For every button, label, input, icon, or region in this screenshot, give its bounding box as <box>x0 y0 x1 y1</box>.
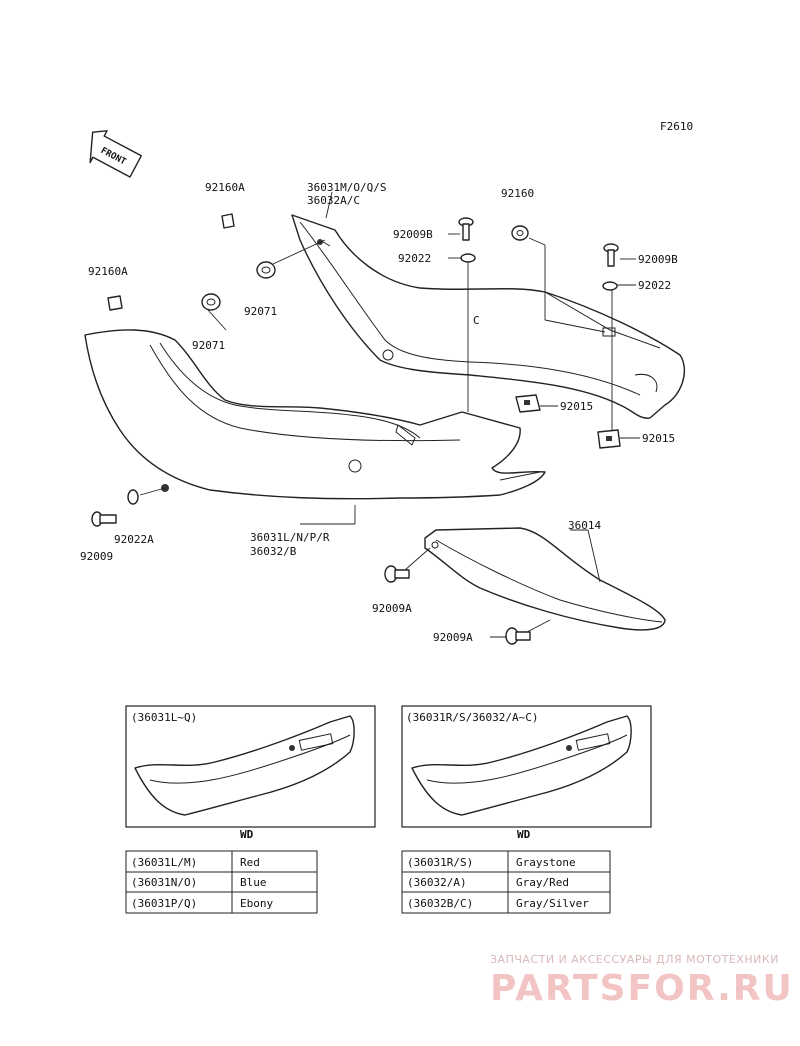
inset-right-caption: WD <box>517 828 531 841</box>
color-table-left: (36031L/M) Red (36031N/O) Blue (36031P/Q… <box>125 850 318 914</box>
watermark: ЗАПЧАСТИ И АКСЕССУАРЫ ДЛЯ МОТОТЕХНИКИ PA… <box>490 953 794 1009</box>
callout-92160A-top: 92160A <box>205 181 245 194</box>
callout-36032B: 36032/B <box>250 545 297 558</box>
callout-92015-a: 92015 <box>560 400 593 413</box>
washer-92022A <box>127 489 139 505</box>
callout-36032AC: 36032A/C <box>307 194 360 207</box>
front-arrow-icon: FRONT <box>89 130 142 178</box>
callout-92160A-left: 92160A <box>88 265 128 278</box>
table-left-color-3: Ebony <box>240 897 273 910</box>
callout-92071-mid: 92071 <box>244 305 277 318</box>
grommet-92160A-left <box>107 295 123 311</box>
clip-92015-b <box>597 429 621 449</box>
table-right-code-1: (36031R/S) <box>407 856 473 869</box>
callout-92160: 92160 <box>501 187 534 200</box>
bolt-92009B-right <box>603 243 619 267</box>
table-left-code-2: (36031N/O) <box>131 876 197 889</box>
table-left-color-2: Blue <box>240 876 267 889</box>
table-left-code-3: (36031P/Q) <box>131 897 197 910</box>
callout-36031MOQS: 36031M/O/Q/S <box>307 181 386 194</box>
inset-right-title: (36031R/S/36032/A~C) <box>406 711 538 724</box>
callout-92009: 92009 <box>80 550 113 563</box>
watermark-line2: PARTSFOR.RU <box>490 968 794 1009</box>
callout-92022A: 92022A <box>114 533 154 546</box>
grommet-92160 <box>511 225 529 241</box>
bolt-92009B-left <box>458 217 474 241</box>
grommet-92071-left <box>201 293 221 311</box>
grommet-92071-mid <box>256 261 276 279</box>
callout-92022-left: 92022 <box>398 252 431 265</box>
inset-right: (36031R/S/36032/A~C) WD <box>401 705 652 841</box>
side-cover-left <box>84 329 546 500</box>
callout-C: C <box>473 314 480 327</box>
callout-92022-right: 92022 <box>638 279 671 292</box>
callout-92009A-b: 92009A <box>433 631 473 644</box>
table-right-color-3: Gray/Silver <box>516 897 589 910</box>
bolt-92009A-a <box>384 565 410 583</box>
callout-36014: 36014 <box>568 519 601 532</box>
watermark-line1: ЗАПЧАСТИ И АКСЕССУАРЫ ДЛЯ МОТОТЕХНИКИ <box>490 953 779 966</box>
table-right-code-2: (36032/A) <box>407 876 467 889</box>
washer-92022-left <box>460 253 476 263</box>
figure-code: F2610 <box>660 120 693 133</box>
table-right-code-3: (36032B/C) <box>407 897 473 910</box>
table-left-color-1: Red <box>240 856 260 869</box>
washer-92022-right <box>602 281 618 291</box>
table-right-color-2: Gray/Red <box>516 876 569 889</box>
callout-92071-left: 92071 <box>192 339 225 352</box>
callout-92015-b: 92015 <box>642 432 675 445</box>
grommet-92160A-top <box>221 213 235 229</box>
callout-92009B-right: 92009B <box>638 253 678 266</box>
side-cover-right <box>291 214 685 419</box>
inset-left-title: (36031L~Q) <box>131 711 197 724</box>
table-right-color-1: Graystone <box>516 856 576 869</box>
bolt-92009 <box>91 511 117 527</box>
callout-36031LNPR: 36031L/N/P/R <box>250 531 330 544</box>
inset-left: (36031L~Q) WD <box>125 705 376 841</box>
color-table-right: (36031R/S) Graystone (36032/A) Gray/Red … <box>401 850 611 914</box>
callout-92009B-left: 92009B <box>393 228 433 241</box>
leader-lines <box>139 191 640 638</box>
cover-36014 <box>424 527 666 631</box>
callout-92009A-a: 92009A <box>372 602 412 615</box>
inset-left-caption: WD <box>240 828 254 841</box>
bolt-92009A-b <box>505 627 531 645</box>
table-left-code-1: (36031L/M) <box>131 856 197 869</box>
clip-92015-a <box>515 394 541 413</box>
